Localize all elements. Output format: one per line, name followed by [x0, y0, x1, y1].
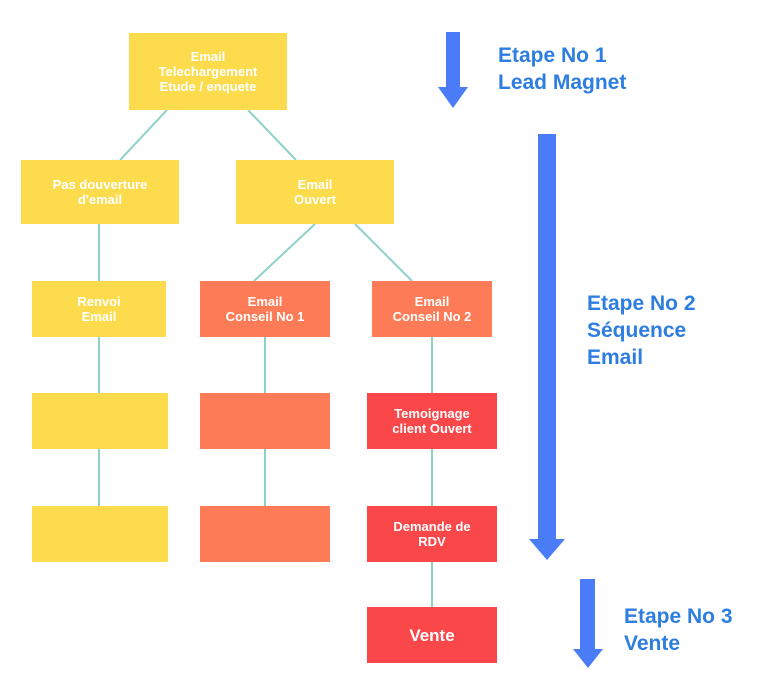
step-1-label: Etape No 1 Lead Magnet: [498, 44, 627, 94]
step-2-label: Etape No 2 Séquence Email: [587, 292, 696, 369]
node-rdv-request: Demande de RDV: [367, 506, 497, 562]
node-empty-orange-2: [200, 506, 330, 562]
node-empty-orange-1: [200, 393, 330, 449]
step-arrows: [438, 32, 603, 668]
node-sale: Vente: [367, 607, 497, 663]
connector-opened-to-advice2: [354, 223, 413, 282]
down-arrow-icon: [573, 579, 603, 668]
node-advice-2: Email Conseil No 2: [372, 281, 492, 337]
connector-root-to-no-open: [119, 109, 168, 161]
connector-opened-to-advice1: [253, 223, 316, 282]
node-opened: Email Ouvert: [236, 160, 394, 224]
connectors: [98, 109, 433, 607]
node-empty-yellow-2: [32, 506, 168, 562]
node-no-open: Pas douverture d'email: [21, 160, 179, 224]
node-resend: Renvoi Email: [32, 281, 166, 337]
down-arrow-icon: [529, 134, 565, 560]
node-email-download: Email Telechargement Etude / enquete: [129, 33, 287, 110]
connector-root-to-opened: [247, 109, 297, 161]
step-3-label: Etape No 3 Vente: [624, 605, 733, 655]
node-testimonial: Temoignage client Ouvert: [367, 393, 497, 449]
down-arrow-icon: [438, 32, 468, 108]
node-empty-yellow-1: [32, 393, 168, 449]
node-advice-1: Email Conseil No 1: [200, 281, 330, 337]
